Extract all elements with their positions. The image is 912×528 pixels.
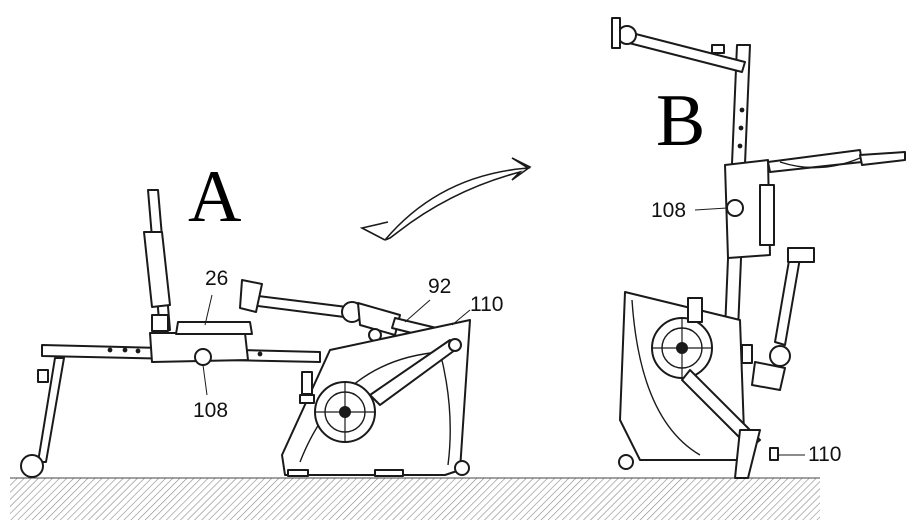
view-label-b: B xyxy=(656,80,706,162)
floor-right xyxy=(483,478,820,520)
callout-a-110: 110 xyxy=(470,293,504,316)
machine-b xyxy=(611,17,906,479)
callout-a-92: 92 xyxy=(428,275,452,298)
leaders-a xyxy=(204,294,471,326)
callout-b-110: 110 xyxy=(808,443,842,466)
machine-a xyxy=(20,189,471,478)
callout-a-26: 26 xyxy=(205,267,229,290)
view-label-a: A xyxy=(188,156,242,238)
callout-b-108: 108 xyxy=(651,199,687,222)
callout-a-108: 108 xyxy=(193,399,229,422)
floor-left xyxy=(10,478,483,520)
transition-arrow xyxy=(384,157,532,241)
leaders-b xyxy=(694,207,805,456)
